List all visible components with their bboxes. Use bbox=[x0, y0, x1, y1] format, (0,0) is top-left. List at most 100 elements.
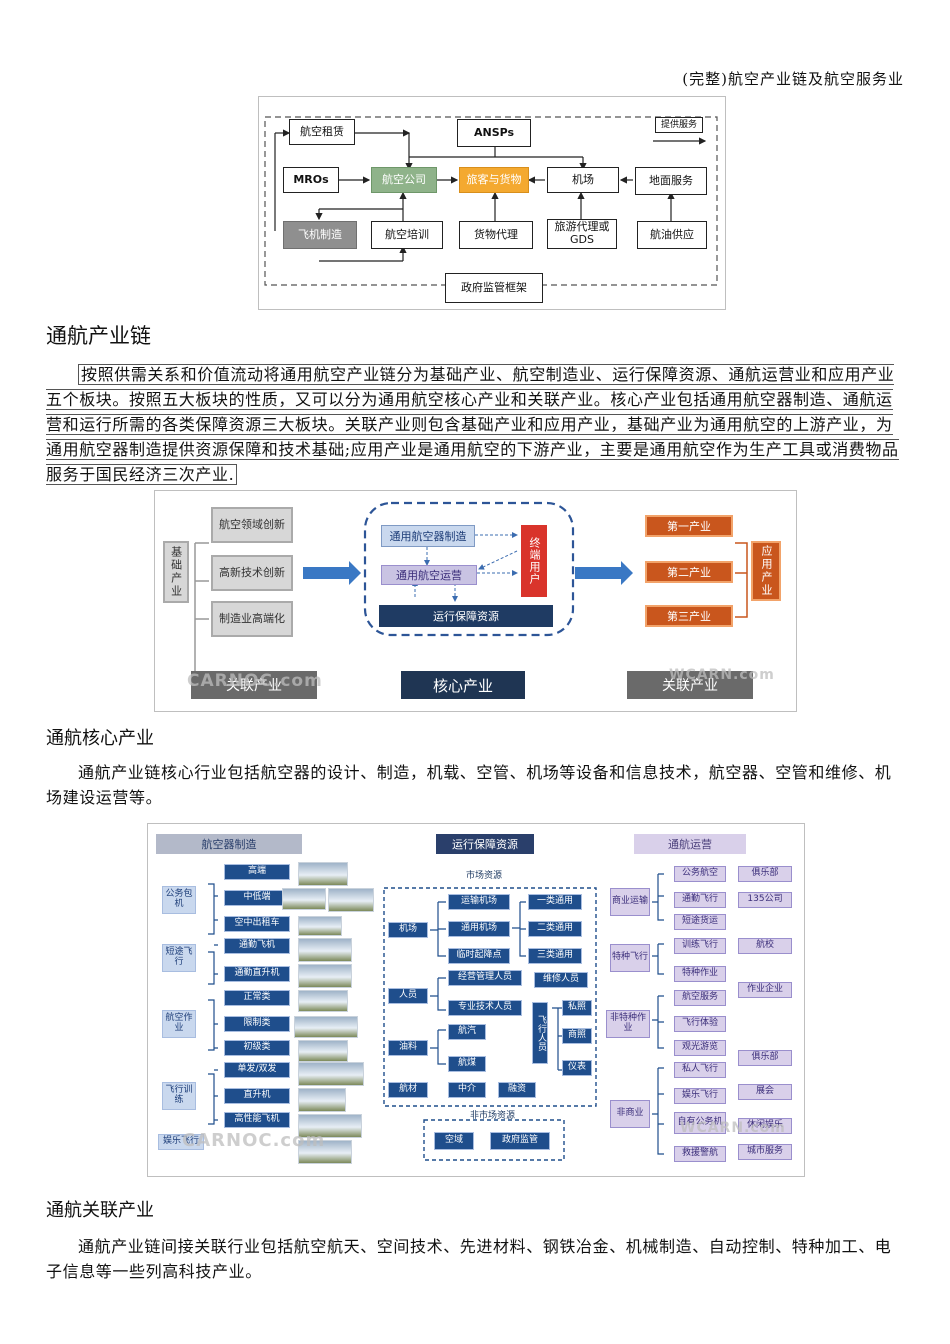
aircraft-photo bbox=[328, 888, 374, 912]
left-item-9: 单发/双发 bbox=[224, 1062, 290, 1078]
mid-fuel: 油料 bbox=[388, 1040, 428, 1056]
apply-item-3: 第三产业 bbox=[645, 605, 733, 627]
mid-class-item-1: 一类通用 bbox=[528, 894, 582, 910]
aircraft-photo bbox=[298, 1114, 362, 1138]
ga-chain-connectors bbox=[194, 501, 748, 679]
core-end-user: 终端用户 bbox=[521, 525, 547, 597]
core-ga-operation: 通用航空运营 bbox=[381, 565, 477, 585]
aircraft-photo bbox=[298, 862, 348, 886]
aircraft-photo bbox=[298, 938, 352, 962]
section-paragraph-related-industry: 通航产业链间接关联行业包括航空航天、空间技术、先进材料、钢铁冶金、机械制造、自动… bbox=[46, 1237, 892, 1281]
bottom-label-left: 关联产业 bbox=[191, 671, 317, 699]
right-item-4: 训练飞行 bbox=[674, 938, 726, 954]
aircraft-photo bbox=[298, 1062, 364, 1086]
right-item-6: 航空服务 bbox=[674, 990, 726, 1006]
bottom-label-right: 关联产业 bbox=[627, 671, 753, 699]
mid-airport-item-1: 运输机场 bbox=[448, 894, 510, 910]
aircraft-photo bbox=[298, 990, 348, 1012]
far-right-item-6: 展会 bbox=[738, 1084, 792, 1100]
aircraft-photo bbox=[298, 1088, 346, 1112]
section-paragraph-core-industry: 通航产业链核心行业包括航空器的设计、制造，机载、空管、机场等设备和信息技术，航空… bbox=[46, 763, 892, 807]
left-group-5: 娱乐飞行 bbox=[158, 1134, 204, 1150]
aircraft-photo bbox=[298, 1040, 348, 1062]
left-item-8: 初级类 bbox=[224, 1040, 290, 1056]
mid-material: 航材 bbox=[388, 1082, 428, 1098]
box-leasing: 航空租赁 bbox=[289, 119, 355, 145]
far-right-item-3: 航校 bbox=[738, 938, 792, 954]
market-resources-label: 市场资源 bbox=[466, 871, 503, 881]
apply-item-1: 第一产业 bbox=[645, 515, 733, 537]
watermark-carnoc: CARNOC.com bbox=[182, 1130, 326, 1151]
right-group-3: 非特种作业 bbox=[606, 1010, 650, 1038]
right-item-8: 观光游览 bbox=[674, 1040, 726, 1056]
section-title-ga-chain: 通航产业链 bbox=[46, 324, 151, 348]
mid-airport-item-3: 临时起降点 bbox=[448, 948, 510, 964]
aircraft-photo bbox=[298, 964, 352, 988]
left-item-4: 通勤飞机 bbox=[224, 938, 290, 954]
aircraft-photo bbox=[298, 916, 342, 936]
highlighted-paragraph: 按照供需关系和价值流动将通用航空产业链分为基础产业、航空制造业、运行保障资源、通… bbox=[46, 364, 899, 485]
right-item-7: 飞行体验 bbox=[674, 1016, 726, 1032]
mid-license-2: 商照 bbox=[562, 1028, 592, 1044]
header-ga-operation: 通航运营 bbox=[634, 834, 746, 854]
box-airport: 机场 bbox=[547, 167, 619, 193]
aviation-chain-diagram: 航空租赁 ANSPs 提供服务 MROs 航空公司 旅客与货物 机场 地面服务 … bbox=[258, 96, 726, 310]
right-group-4: 非商业 bbox=[610, 1100, 650, 1128]
left-item-6: 正常类 bbox=[224, 990, 290, 1006]
legend-provide-service: 提供服务 bbox=[655, 117, 703, 133]
left-group-2: 短途飞行 bbox=[162, 944, 196, 972]
mid-airspace: 空域 bbox=[434, 1132, 474, 1150]
apply-item-2: 第二产业 bbox=[645, 561, 733, 583]
right-item-9: 私人飞行 bbox=[674, 1062, 726, 1078]
right-item-1: 公务航空 bbox=[674, 866, 726, 882]
mid-fuel-item-1: 航汽 bbox=[448, 1024, 486, 1040]
box-travel-agent-gds: 旅游代理或GDS bbox=[547, 219, 617, 249]
left-item-5: 通勤直升机 bbox=[224, 966, 290, 982]
bottom-label-center: 核心产业 bbox=[401, 671, 525, 699]
mid-airport: 机场 bbox=[388, 922, 428, 938]
box-government-regulation: 政府监管框架 bbox=[445, 273, 543, 303]
mid-airport-item-2: 通用机场 bbox=[448, 921, 510, 937]
mid-material-item-2: 融资 bbox=[498, 1082, 536, 1098]
left-item-2: 中低端 bbox=[224, 890, 290, 906]
watermark-carnoc: CARNOC.com bbox=[187, 671, 323, 691]
far-right-item-1: 俱乐部 bbox=[738, 866, 792, 882]
right-group-1: 商业运输 bbox=[610, 888, 650, 916]
far-right-item-7: 休闲娱乐 bbox=[738, 1118, 792, 1134]
far-right-item-5: 俱乐部 bbox=[738, 1050, 792, 1066]
base-item-3: 制造业高端化 bbox=[211, 601, 293, 637]
base-industry-label: 基础产业 bbox=[163, 541, 189, 603]
box-aviation-training: 航空培训 bbox=[371, 221, 443, 249]
page-header: (完整)航空产业链及航空服务业 bbox=[682, 70, 904, 88]
core-support-resources: 运行保障资源 bbox=[379, 605, 553, 627]
right-group-2: 特种飞行 bbox=[610, 944, 650, 972]
left-item-10: 直升机 bbox=[224, 1088, 290, 1104]
box-ansps: ANSPs bbox=[457, 119, 531, 147]
apply-industry-label: 应用产业 bbox=[751, 541, 781, 601]
watermark-wcarn: WCARN.com bbox=[669, 667, 775, 683]
right-item-12: 救援警航 bbox=[674, 1146, 726, 1162]
box-freight-agent: 货物代理 bbox=[459, 221, 533, 249]
box-airline: 航空公司 bbox=[371, 167, 437, 193]
left-item-3: 空中出租车 bbox=[224, 916, 290, 932]
core-ga-manufacturing: 通用航空器制造 bbox=[381, 525, 475, 547]
aircraft-photo bbox=[298, 1140, 352, 1164]
box-mros: MROs bbox=[283, 167, 339, 193]
mid-gov-regulation: 政府监管 bbox=[490, 1132, 550, 1150]
mid-material-item-1: 中介 bbox=[448, 1082, 486, 1098]
far-right-item-4: 作业企业 bbox=[738, 982, 792, 998]
mid-maintenance-staff: 维修人员 bbox=[534, 972, 588, 988]
right-item-5: 特种作业 bbox=[674, 966, 726, 982]
far-right-item-8: 城市服务 bbox=[738, 1144, 792, 1160]
left-item-7: 限制类 bbox=[224, 1016, 290, 1032]
core-industry-diagram: 航空器制造 运行保障资源 通航运营 公务包机 短途飞行 航空作业 飞行训练 娱乐… bbox=[147, 823, 805, 1177]
left-group-4: 飞行训练 bbox=[162, 1082, 196, 1110]
far-right-item-2: 135公司 bbox=[738, 892, 792, 908]
right-item-3: 短途货运 bbox=[674, 914, 726, 930]
right-item-11: 自有公务机 bbox=[674, 1112, 726, 1134]
base-item-1: 航空领域创新 bbox=[211, 507, 293, 543]
base-item-2: 高新技术创新 bbox=[211, 555, 293, 591]
box-passenger-cargo: 旅客与货物 bbox=[459, 167, 529, 193]
watermark-wcarn: WCARN.com bbox=[680, 1120, 786, 1136]
left-item-1: 高端 bbox=[224, 864, 290, 880]
